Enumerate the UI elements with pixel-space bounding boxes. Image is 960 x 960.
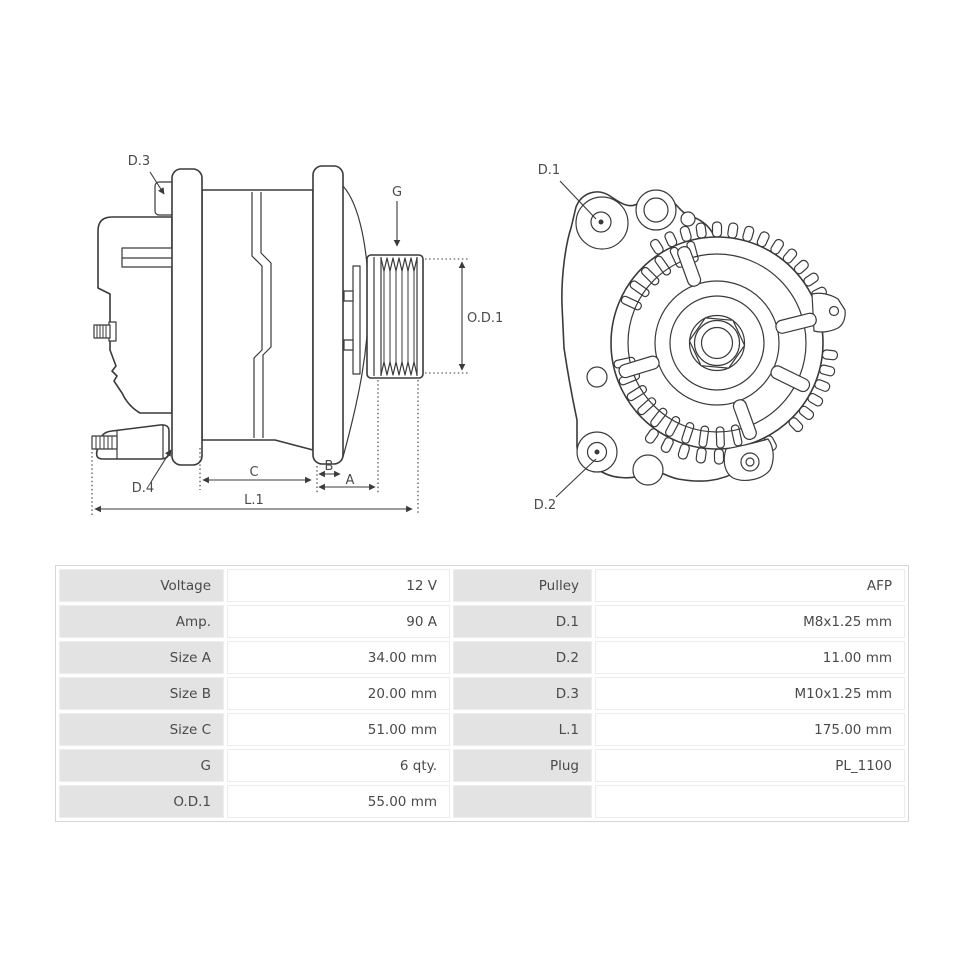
spec-label-cell: D.3 <box>453 677 592 710</box>
spec-row: Size A 34.00 mm D.2 11.00 mm <box>59 641 905 674</box>
spec-value-cell: 34.00 mm <box>227 641 450 674</box>
dim-label-g: G <box>392 185 402 200</box>
spec-row: Amp. 90 A D.1 M8x1.25 mm <box>59 605 905 638</box>
spec-value-cell: M8x1.25 mm <box>595 605 905 638</box>
spec-value-cell: 175.00 mm <box>595 713 905 746</box>
rear-housing <box>97 216 173 414</box>
pulley-rim <box>627 253 807 433</box>
spec-row: Size B 20.00 mm D.3 M10x1.25 mm <box>59 677 905 710</box>
top-arm-hole <box>643 197 669 223</box>
spec-value-cell: M10x1.25 mm <box>595 677 905 710</box>
spec-value-cell: AFP <box>595 569 905 602</box>
dim-label-a: A <box>346 473 355 488</box>
spec-label-cell: L.1 <box>453 713 592 746</box>
spec-row: G 6 qty. Plug PL_1100 <box>59 749 905 782</box>
left-small-hole <box>586 366 608 388</box>
rear-flange <box>171 168 203 466</box>
spec-row: O.D.1 55.00 mm <box>59 785 905 818</box>
spec-value-cell <box>595 785 905 818</box>
dim-label-d1: D.1 <box>538 163 560 178</box>
spec-label-cell: Plug <box>453 749 592 782</box>
hub <box>669 295 765 391</box>
dim-label-od1: O.D.1 <box>467 311 503 326</box>
spec-label-cell <box>453 785 592 818</box>
spec-row: Voltage 12 V Pulley AFP <box>59 569 905 602</box>
spec-table-container: Voltage 12 V Pulley AFP Amp. 90 A D.1 M8… <box>55 565 909 822</box>
spec-table: Voltage 12 V Pulley AFP Amp. 90 A D.1 M8… <box>55 565 909 822</box>
spec-label-cell: G <box>59 749 224 782</box>
spec-label-cell: Pulley <box>453 569 592 602</box>
side-view-dimensions: D.3 D.4 G O.D.1 C B A L.1 <box>91 154 503 515</box>
alternator-diagram-svg: D.3 D.4 G O.D.1 C B A L.1 <box>91 154 846 515</box>
spec-label-cell: Size A <box>59 641 224 674</box>
spec-label-cell: Voltage <box>59 569 224 602</box>
spec-value-cell: 20.00 mm <box>227 677 450 710</box>
spec-label-cell: D.2 <box>453 641 592 674</box>
spec-row: Size C 51.00 mm L.1 175.00 mm <box>59 713 905 746</box>
spec-value-cell: 90 A <box>227 605 450 638</box>
terminal-stud-1 <box>93 324 111 339</box>
spec-label-cell: Amp. <box>59 605 224 638</box>
spec-label-cell: Size B <box>59 677 224 710</box>
shaft <box>352 265 361 375</box>
stator-body <box>201 189 314 451</box>
spec-value-cell: 11.00 mm <box>595 641 905 674</box>
bottom-lug <box>95 424 170 460</box>
dim-label-b: B <box>325 459 334 474</box>
spec-label-cell: D.1 <box>453 605 592 638</box>
dim-label-d4: D.4 <box>132 481 154 496</box>
spec-value-cell: 51.00 mm <box>227 713 450 746</box>
technical-diagram: D.3 D.4 G O.D.1 C B A L.1 <box>91 154 846 515</box>
spec-value-cell: 12 V <box>227 569 450 602</box>
dim-label-l1: L.1 <box>244 493 264 508</box>
spec-value-cell: PL_1100 <box>595 749 905 782</box>
spec-label-cell: O.D.1 <box>59 785 224 818</box>
front-view: D.1 D.2 <box>534 163 846 513</box>
spec-value-cell: 55.00 mm <box>227 785 450 818</box>
pulley <box>366 254 424 379</box>
dim-label-d2: D.2 <box>534 498 556 513</box>
front-flange <box>312 165 344 465</box>
side-view: D.3 D.4 G O.D.1 C B A L.1 <box>91 154 503 515</box>
side-tab <box>811 292 846 333</box>
dim-label-d3: D.3 <box>128 154 150 169</box>
dim-label-c: C <box>249 465 258 480</box>
spec-label-cell: Size C <box>59 713 224 746</box>
spec-value-cell: 6 qty. <box>227 749 450 782</box>
